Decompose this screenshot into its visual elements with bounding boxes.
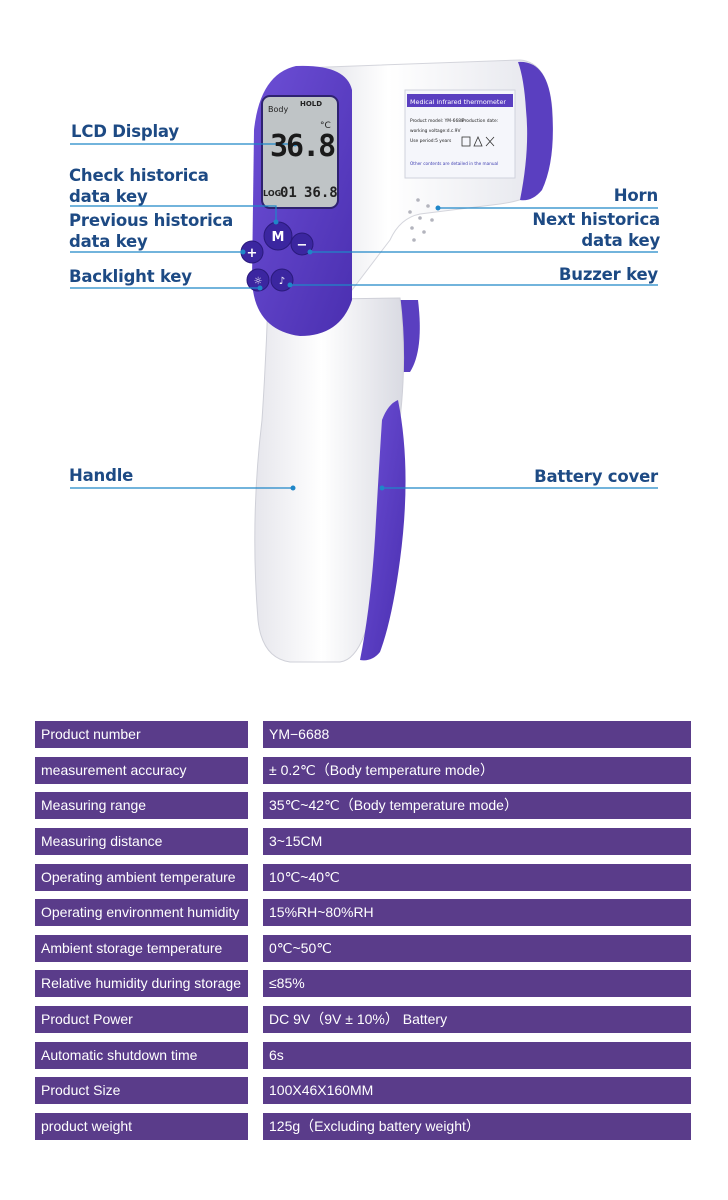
spec-value: YM−6688	[263, 721, 691, 748]
spec-row-shutdown: Automatic shutdown time 6s	[35, 1042, 691, 1069]
thermometer-diagram: ☼ ♪ Body HOLD 36.8 °C LOG 01 36.8 M + − …	[70, 59, 658, 663]
spec-value: 15%RH~80%RH	[263, 899, 691, 926]
sticker-warning-icons	[461, 136, 495, 147]
lcd-log-index: 01	[280, 185, 297, 201]
spec-value: 3~15CM	[263, 828, 691, 855]
spec-row-storage-humidity: Relative humidity during storage ≤85%	[35, 970, 691, 997]
spec-label: Relative humidity during storage	[35, 970, 248, 997]
battery-cover-label: Battery cover	[534, 467, 658, 486]
spec-label: Product Power	[35, 1006, 248, 1033]
check-history-key-label: Check historica data key	[69, 165, 209, 207]
sticker-use-period: Use period:5 years	[410, 138, 452, 144]
spec-row-product-number: Product number YM−6688	[35, 721, 691, 748]
sticker-production-date: Production date:	[462, 118, 498, 124]
leader-dots	[240, 141, 441, 491]
horn-label: Horn	[613, 186, 658, 205]
spec-label: Measuring distance	[35, 828, 248, 855]
spec-label: Operating ambient temperature	[35, 864, 248, 891]
lcd-unit: °C	[320, 121, 331, 131]
spec-row-storage-temperature: Ambient storage temperature 0℃~50℃	[35, 935, 691, 962]
spec-row-distance: Measuring distance 3~15CM	[35, 828, 691, 855]
speaker-holes	[408, 198, 434, 242]
previous-history-key-label: Previous historica data key	[69, 210, 233, 252]
next-history-key-label-line1: Next historica	[532, 210, 660, 229]
buzzer-key-icon: ♪	[279, 276, 285, 287]
mode-key-label: M	[272, 230, 285, 245]
spec-value: 0℃~50℃	[263, 935, 691, 962]
front-cap	[518, 61, 553, 201]
lcd-mode: Body	[268, 105, 288, 114]
sticker-title: Medical infrared thermometer	[410, 98, 506, 106]
spec-value: DC 9V（9V ± 10%） Battery	[263, 1006, 691, 1033]
next-history-key-label: Next historica data key	[532, 209, 660, 251]
keypad	[240, 221, 314, 292]
spec-row-weight: product weight 125g（Excluding battery we…	[35, 1113, 691, 1140]
next-history-key-label-line2: data key	[581, 231, 660, 250]
spec-value: 100X46X160MM	[263, 1077, 691, 1104]
spec-value: ± 0.2℃（Body temperature mode）	[263, 757, 691, 784]
spec-value: 10℃~40℃	[263, 864, 691, 891]
lcd-log-label: LOG	[263, 189, 281, 198]
spec-label: Operating environment humidity	[35, 899, 248, 926]
spec-row-operating-temperature: Operating ambient temperature 10℃~40℃	[35, 864, 691, 891]
check-history-key-label-line2: data key	[69, 187, 148, 206]
lcd-reading: 36.8	[270, 129, 335, 164]
lcd-log-value: 36.8	[304, 185, 338, 201]
previous-history-key-label-line2: data key	[69, 232, 148, 251]
minus-key-label: −	[297, 238, 308, 253]
leader-lines	[70, 143, 658, 489]
handle-label: Handle	[69, 466, 134, 485]
spec-value: 35℃~42℃（Body temperature mode）	[263, 792, 691, 819]
spec-row-accuracy: measurement accuracy ± 0.2℃（Body tempera…	[35, 757, 691, 784]
backlight-key-label: Backlight key	[69, 267, 192, 286]
backlight-key-icon: ☼	[254, 276, 263, 287]
lcd-hold: HOLD	[300, 100, 322, 108]
spec-value: ≤85%	[263, 970, 691, 997]
spec-label: product weight	[35, 1113, 248, 1140]
spec-label: Ambient storage temperature	[35, 935, 248, 962]
sticker-footer: Other contents are detailed in the manua…	[410, 161, 498, 166]
sticker-voltage: working voltage:d.c.9V	[410, 128, 460, 134]
spec-value: 125g（Excluding battery weight）	[263, 1113, 691, 1140]
spec-row-power: Product Power DC 9V（9V ± 10%） Battery	[35, 1006, 691, 1033]
spec-label: measurement accuracy	[35, 757, 248, 784]
buzzer-key-label: Buzzer key	[558, 265, 658, 284]
check-history-key-label-line1: Check historica	[69, 166, 209, 185]
spec-label: Measuring range	[35, 792, 248, 819]
spec-value: 6s	[263, 1042, 691, 1069]
plus-key-label: +	[247, 246, 258, 261]
previous-history-key-label-line1: Previous historica	[69, 211, 234, 230]
spec-row-operating-humidity: Operating environment humidity 15%RH~80%…	[35, 899, 691, 926]
spec-label: Automatic shutdown time	[35, 1042, 248, 1069]
sticker-model: Product model: YM-6688	[410, 118, 464, 124]
spec-label: Product number	[35, 721, 248, 748]
spec-row-range: Measuring range 35℃~42℃（Body temperature…	[35, 792, 691, 819]
battery-cover-shape	[360, 400, 406, 661]
lcd-display-label: LCD Display	[71, 122, 179, 141]
spec-label: Product Size	[35, 1077, 248, 1104]
spec-row-size: Product Size 100X46X160MM	[35, 1077, 691, 1104]
lcd-screen	[261, 95, 339, 209]
